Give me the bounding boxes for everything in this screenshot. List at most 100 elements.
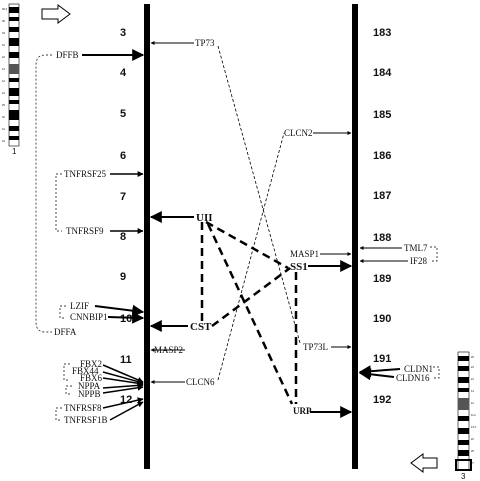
- label-nppa: NPPA: [78, 381, 101, 391]
- label-cldn16: CLDN16: [396, 373, 430, 383]
- svg-text:22: 22: [471, 438, 474, 441]
- left-brackets: [35, 54, 72, 421]
- link-uii-urp: [206, 223, 294, 405]
- left-tick-10: 10: [120, 313, 132, 325]
- label-clcn6: CLCN6: [186, 377, 215, 387]
- svg-text:12: 12: [2, 80, 5, 83]
- right-tick-188: 188: [373, 232, 391, 244]
- svg-text:36.3: 36.3: [2, 8, 7, 11]
- label-cst: CST: [190, 321, 212, 333]
- cldn-bracket: [433, 366, 440, 379]
- right-tick-190: 190: [373, 313, 391, 325]
- left-tick-9: 9: [120, 271, 126, 283]
- right-tick-189: 189: [373, 273, 391, 285]
- label-uii: UII: [196, 212, 213, 224]
- right-tick-187: 187: [373, 190, 391, 202]
- svg-text:35: 35: [2, 20, 5, 23]
- label-if28: IF28: [410, 256, 428, 266]
- link-clcn6-clcn2: [217, 132, 285, 381]
- svg-text:26: 26: [471, 356, 474, 359]
- dffb-dffa-bracket: [35, 54, 52, 333]
- label-cnnbip1: CNNBIP1: [70, 312, 108, 322]
- left-tick-11: 11: [120, 354, 132, 366]
- svg-text:21: 21: [2, 92, 5, 95]
- left-tick-8: 8: [120, 231, 126, 243]
- outline-arrows: [41, 4, 438, 473]
- tnfrsf-bracket: [55, 407, 62, 421]
- left-tick-3: 3: [120, 27, 126, 39]
- left-axis-ticks: 3 4 5 6 7 8 9 10 11 12: [120, 27, 132, 406]
- link-tp73-tp73l: [217, 45, 301, 344]
- cldn16-arrow: [358, 368, 395, 381]
- label-clcn2: CLCN2: [284, 128, 313, 138]
- left-tick-7: 7: [120, 191, 126, 203]
- right-axis-ticks: 183 184 185 186 187 188 189 190 191 192: [373, 27, 392, 406]
- right-tick-184: 184: [373, 67, 392, 79]
- right-gene-labels: CLCN2 MASP1 TML7 IF28 TP73L CLDN1 CLDN16: [284, 128, 433, 383]
- right-brackets: [430, 246, 440, 379]
- label-dffb: DFFB: [56, 50, 79, 60]
- label-tp73: TP73: [195, 38, 215, 48]
- chromosome-1-ideogram: 36.3 35 33 31 22 13 12 21 25 32 41 44 1: [2, 3, 20, 156]
- nppa-nppb-bracket: [65, 385, 72, 395]
- label-fbx2: FBX2: [80, 359, 102, 369]
- left-tick-5: 5: [120, 108, 126, 120]
- svg-text:32: 32: [2, 116, 5, 119]
- right-tick-186: 186: [373, 150, 391, 162]
- svg-text:21: 21: [471, 378, 474, 381]
- svg-text:11.2: 11.2: [471, 414, 476, 417]
- label-tnfrsf1b: TNFRSF1B: [64, 415, 108, 425]
- label-tp73l: TP73L: [303, 342, 328, 352]
- label-fbx44: FBX44: [72, 366, 99, 376]
- link-uii-ss1: [205, 220, 289, 270]
- bold-dashed-links: [200, 220, 298, 405]
- nppb-arrow: [102, 384, 144, 394]
- svg-text:41: 41: [2, 128, 5, 131]
- cldn1-arrow: [358, 365, 401, 378]
- svg-text:27: 27: [471, 462, 474, 465]
- left-pointing-arrow-icon: [410, 453, 438, 473]
- svg-text:13: 13: [2, 68, 5, 71]
- svg-text:12: 12: [471, 402, 474, 405]
- right-tick-185: 185: [373, 109, 391, 121]
- left-gene-labels: TP73 DFFB TNFRSF25 TNFRSF9 LZIF CNNBIP1 …: [54, 38, 215, 425]
- label-lzif: LZIF: [70, 301, 89, 311]
- label-fbx6: FBX6: [80, 373, 103, 383]
- svg-text:25: 25: [2, 104, 5, 107]
- label-dffa: DFFA: [54, 327, 77, 337]
- cnnbip1-arrow: [107, 311, 145, 324]
- tnfrsf25-tnfrsf9-bracket: [55, 173, 62, 232]
- right-tick-191: 191: [373, 353, 391, 365]
- thin-dashed-links: [217, 45, 301, 381]
- label-tnfrsf8: TNFRSF8: [64, 403, 102, 413]
- chromosome-3-label: 3: [461, 472, 466, 481]
- right-tick-192: 192: [373, 394, 391, 406]
- lzif-arrow: [94, 304, 145, 317]
- chromosome-1-label: 1: [12, 147, 17, 156]
- chromosome-3-ideogram: 26 24 21 14 12 11.2 13.3 22 25 27 3: [455, 351, 476, 481]
- left-chromosome-axis: [144, 4, 150, 469]
- fbx44-arrow: [102, 371, 144, 385]
- fbx2-arrow: [102, 364, 144, 383]
- right-pointing-arrow-icon: [41, 4, 71, 24]
- right-tick-183: 183: [373, 27, 391, 39]
- link-cst-ss1: [211, 266, 291, 328]
- svg-text:14: 14: [471, 390, 474, 393]
- svg-text:13.3: 13.3: [471, 426, 476, 429]
- svg-text:25: 25: [471, 450, 474, 453]
- tnfrsf1b-arrow: [109, 401, 144, 421]
- right-chromosome-axis: [352, 4, 358, 469]
- left-tick-4: 4: [120, 67, 127, 79]
- label-tnfrsf9: TNFRSF9: [66, 226, 104, 236]
- lzif-cnnbip1-bracket: [59, 305, 66, 319]
- label-ss1: SS1: [290, 261, 308, 273]
- marker-labels: UII CST SS1 URP: [190, 212, 312, 416]
- svg-text:31: 31: [2, 44, 5, 47]
- left-tick-6: 6: [120, 150, 126, 162]
- left-gene-arrows: [82, 41, 194, 421]
- svg-text:22: 22: [2, 56, 5, 59]
- svg-text:24: 24: [471, 366, 474, 369]
- label-urp: URP: [293, 406, 312, 416]
- fbx-bracket: [63, 363, 70, 381]
